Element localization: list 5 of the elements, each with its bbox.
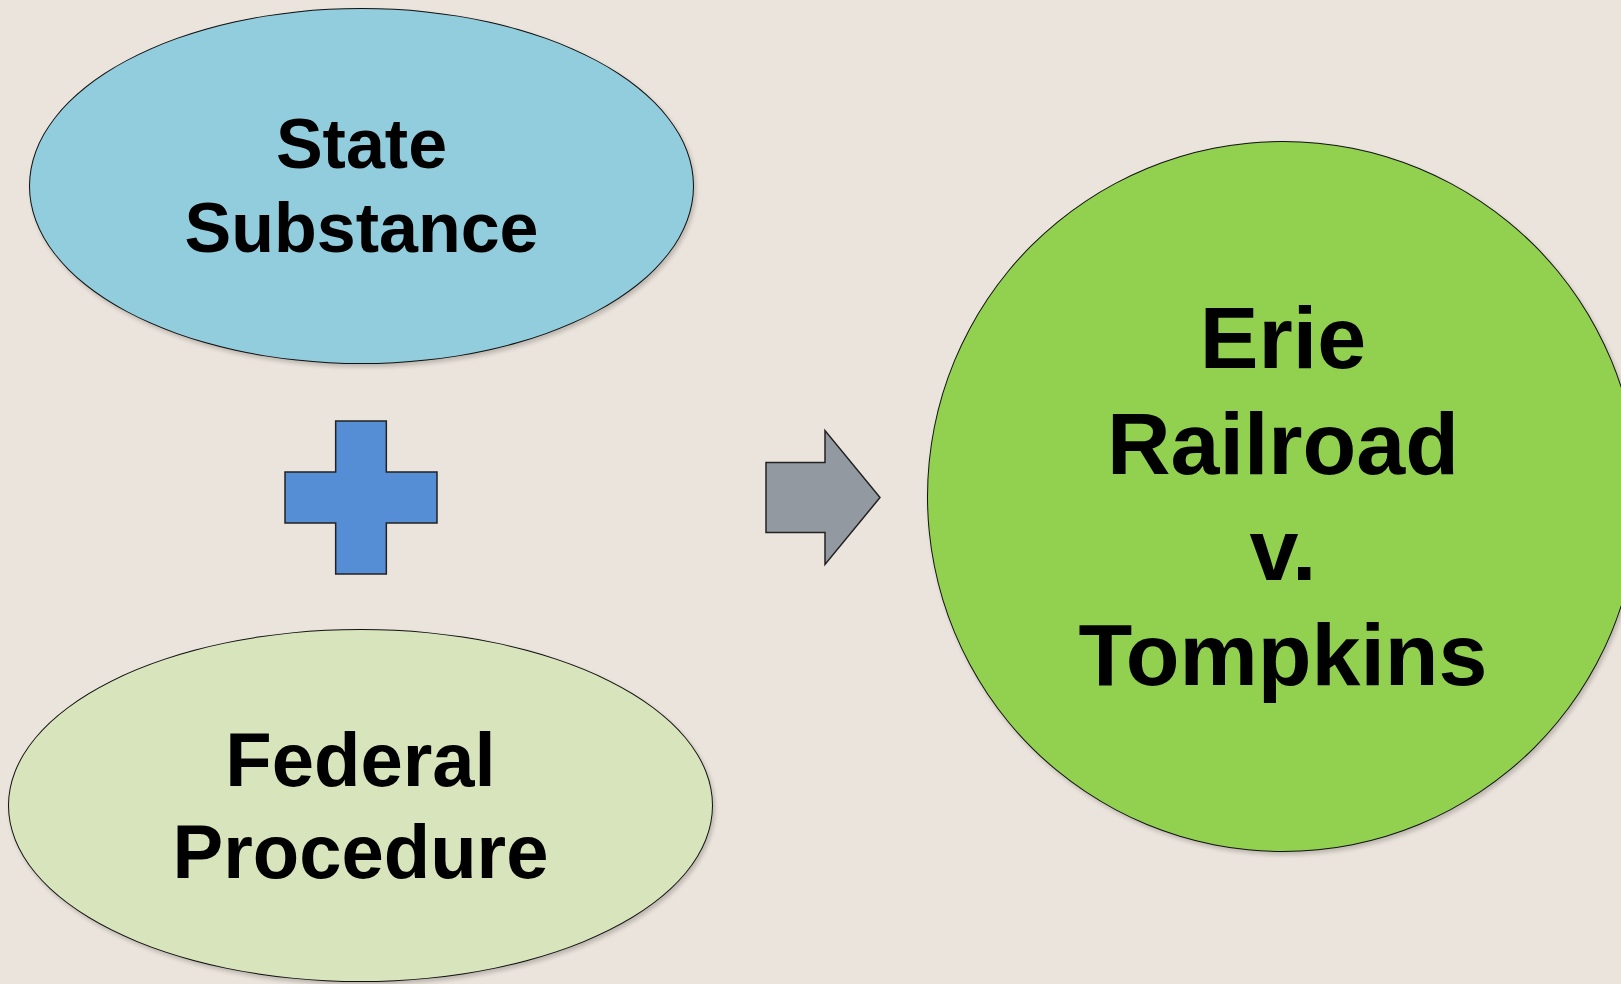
node-label: State Substance: [183, 104, 540, 269]
block-arrow: [765, 428, 881, 567]
node-label: Erie Railroad v. Tompkins: [1077, 287, 1489, 707]
plus-sign: [284, 420, 438, 575]
node-label: Federal Procedure: [171, 716, 550, 896]
